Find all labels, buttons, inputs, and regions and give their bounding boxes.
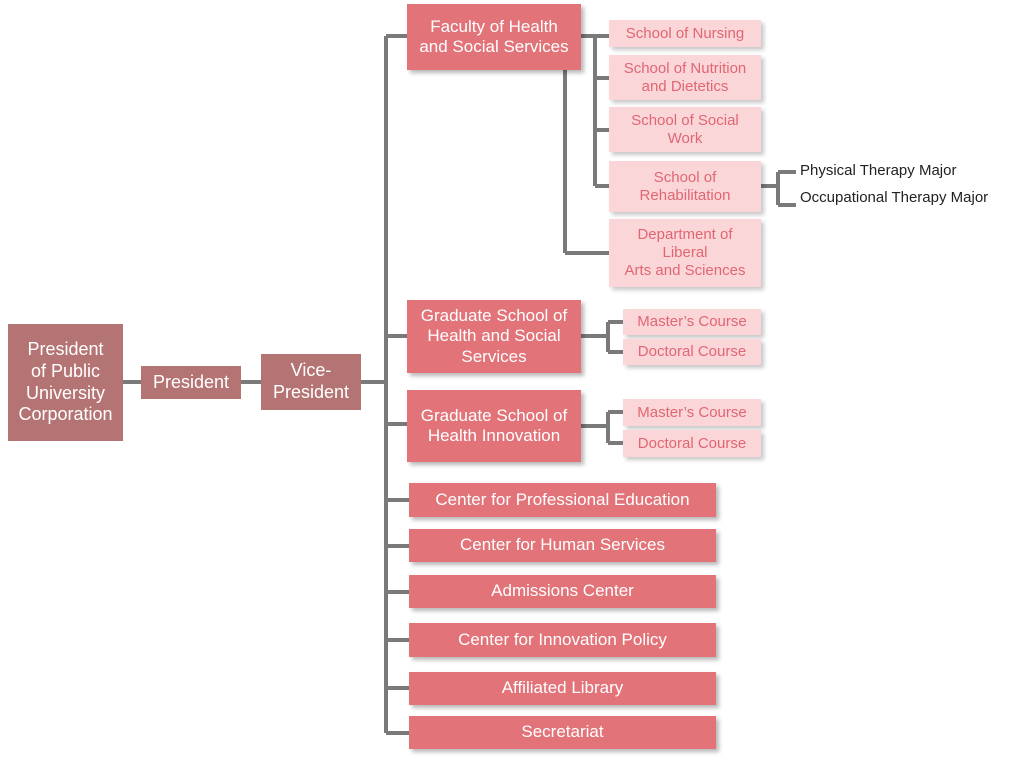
affiliated-library-box: Affiliated Library [409,672,716,705]
graduate-school-health-innovation-box: Graduate School of Health Innovation [407,390,581,462]
center-for-professional-education-box: Center for Professional Education [409,483,716,517]
graduate-school-health-social-services-box: Graduate School of Health and Social Ser… [407,300,581,373]
department-of-liberal-arts-box: Department of Liberal Arts and Sciences [609,219,761,287]
center-for-innovation-policy-box: Center for Innovation Policy [409,623,716,657]
school-of-rehabilitation-box: School of Rehabilitation [609,161,761,212]
physical-therapy-major-label: Physical Therapy Major [800,162,957,179]
masters-course-box: Master’s Course [623,309,761,335]
vice-president-box: Vice- President [261,354,361,410]
school-of-nursing-box: School of Nursing [609,20,761,47]
president-of-public-university-corporation-box: President of Public University Corporati… [8,324,123,441]
doctoral-course-box: Doctoral Course [623,339,761,365]
faculty-of-health-and-social-services-box: Faculty of Health and Social Services [407,4,581,70]
school-of-social-work-box: School of Social Work [609,107,761,152]
center-for-human-services-box: Center for Human Services [409,529,716,562]
doctoral-course-box: Doctoral Course [623,430,761,457]
secretariat-box: Secretariat [409,716,716,749]
school-of-nutrition-box: School of Nutrition and Dietetics [609,55,761,100]
president-box: President [141,366,241,399]
admissions-center-box: Admissions Center [409,575,716,608]
occupational-therapy-major-label: Occupational Therapy Major [800,189,989,206]
masters-course-box: Master’s Course [623,399,761,426]
